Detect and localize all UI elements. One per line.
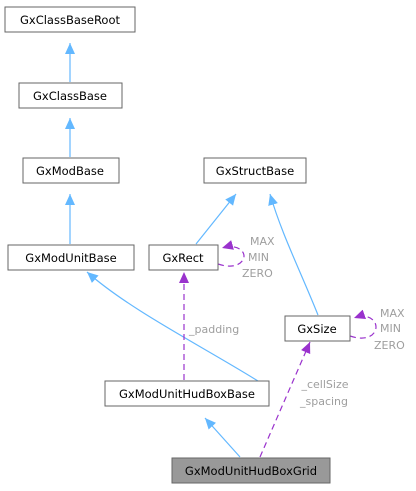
node-gx-mod-unit-base[interactable]: GxModUnitBase [7, 244, 135, 271]
node-gx-rect[interactable]: GxRect [148, 244, 219, 271]
node-gx-struct-base[interactable]: GxStructBase [203, 157, 307, 184]
edge-label-max: MAX [380, 307, 405, 320]
node-label: GxSize [297, 322, 336, 336]
node-label: GxModUnitHudBoxBase [119, 387, 255, 401]
node-gx-class-base[interactable]: GxClassBase [18, 82, 123, 109]
node-gx-mod-unit-hud-box-base[interactable]: GxModUnitHudBoxBase [104, 380, 270, 407]
node-label: GxModBase [36, 164, 104, 178]
edge-hudboxbase-to-modunitbase [86, 271, 259, 382]
node-label: GxRect [162, 251, 204, 265]
node-gx-class-base-root[interactable]: GxClassBaseRoot [4, 6, 136, 33]
edge-hudboxgrid-to-hudboxbase [204, 417, 241, 458]
gxsize-self-labels: MAX MIN ZERO [374, 307, 405, 352]
edge-label-min: MIN [248, 251, 269, 264]
edge-gxrect-self [217, 240, 245, 267]
edge-gxrect-to-structbase [195, 193, 237, 245]
edge-label-min: MIN [380, 322, 401, 335]
edge-label-max: MAX [250, 235, 275, 248]
edge-gxsize-self [349, 309, 377, 339]
edge-label-zero: ZERO [242, 267, 273, 280]
edge-label-cellsize: _cellSize [300, 378, 348, 391]
edge-gxsize-to-structbase [268, 193, 319, 316]
gxrect-self-labels: MAX MIN ZERO [242, 235, 275, 280]
node-gx-mod-unit-hud-box-grid[interactable]: GxModUnitHudBoxGrid [171, 457, 331, 484]
node-gx-mod-base[interactable]: GxModBase [22, 157, 120, 184]
node-label: GxModUnitBase [25, 251, 116, 265]
node-label: GxModUnitHudBoxGrid [185, 464, 317, 478]
edge-label-spacing: _spacing [299, 395, 348, 408]
edge-label-zero: ZERO [374, 339, 405, 352]
edge-hudboxgrid-cellsize [259, 341, 311, 458]
node-label: GxClassBaseRoot [20, 13, 121, 27]
edge-label-padding: _padding [188, 323, 239, 336]
node-label: GxStructBase [216, 164, 294, 178]
node-label: GxClassBase [33, 89, 107, 103]
node-gx-size[interactable]: GxSize [284, 315, 351, 342]
